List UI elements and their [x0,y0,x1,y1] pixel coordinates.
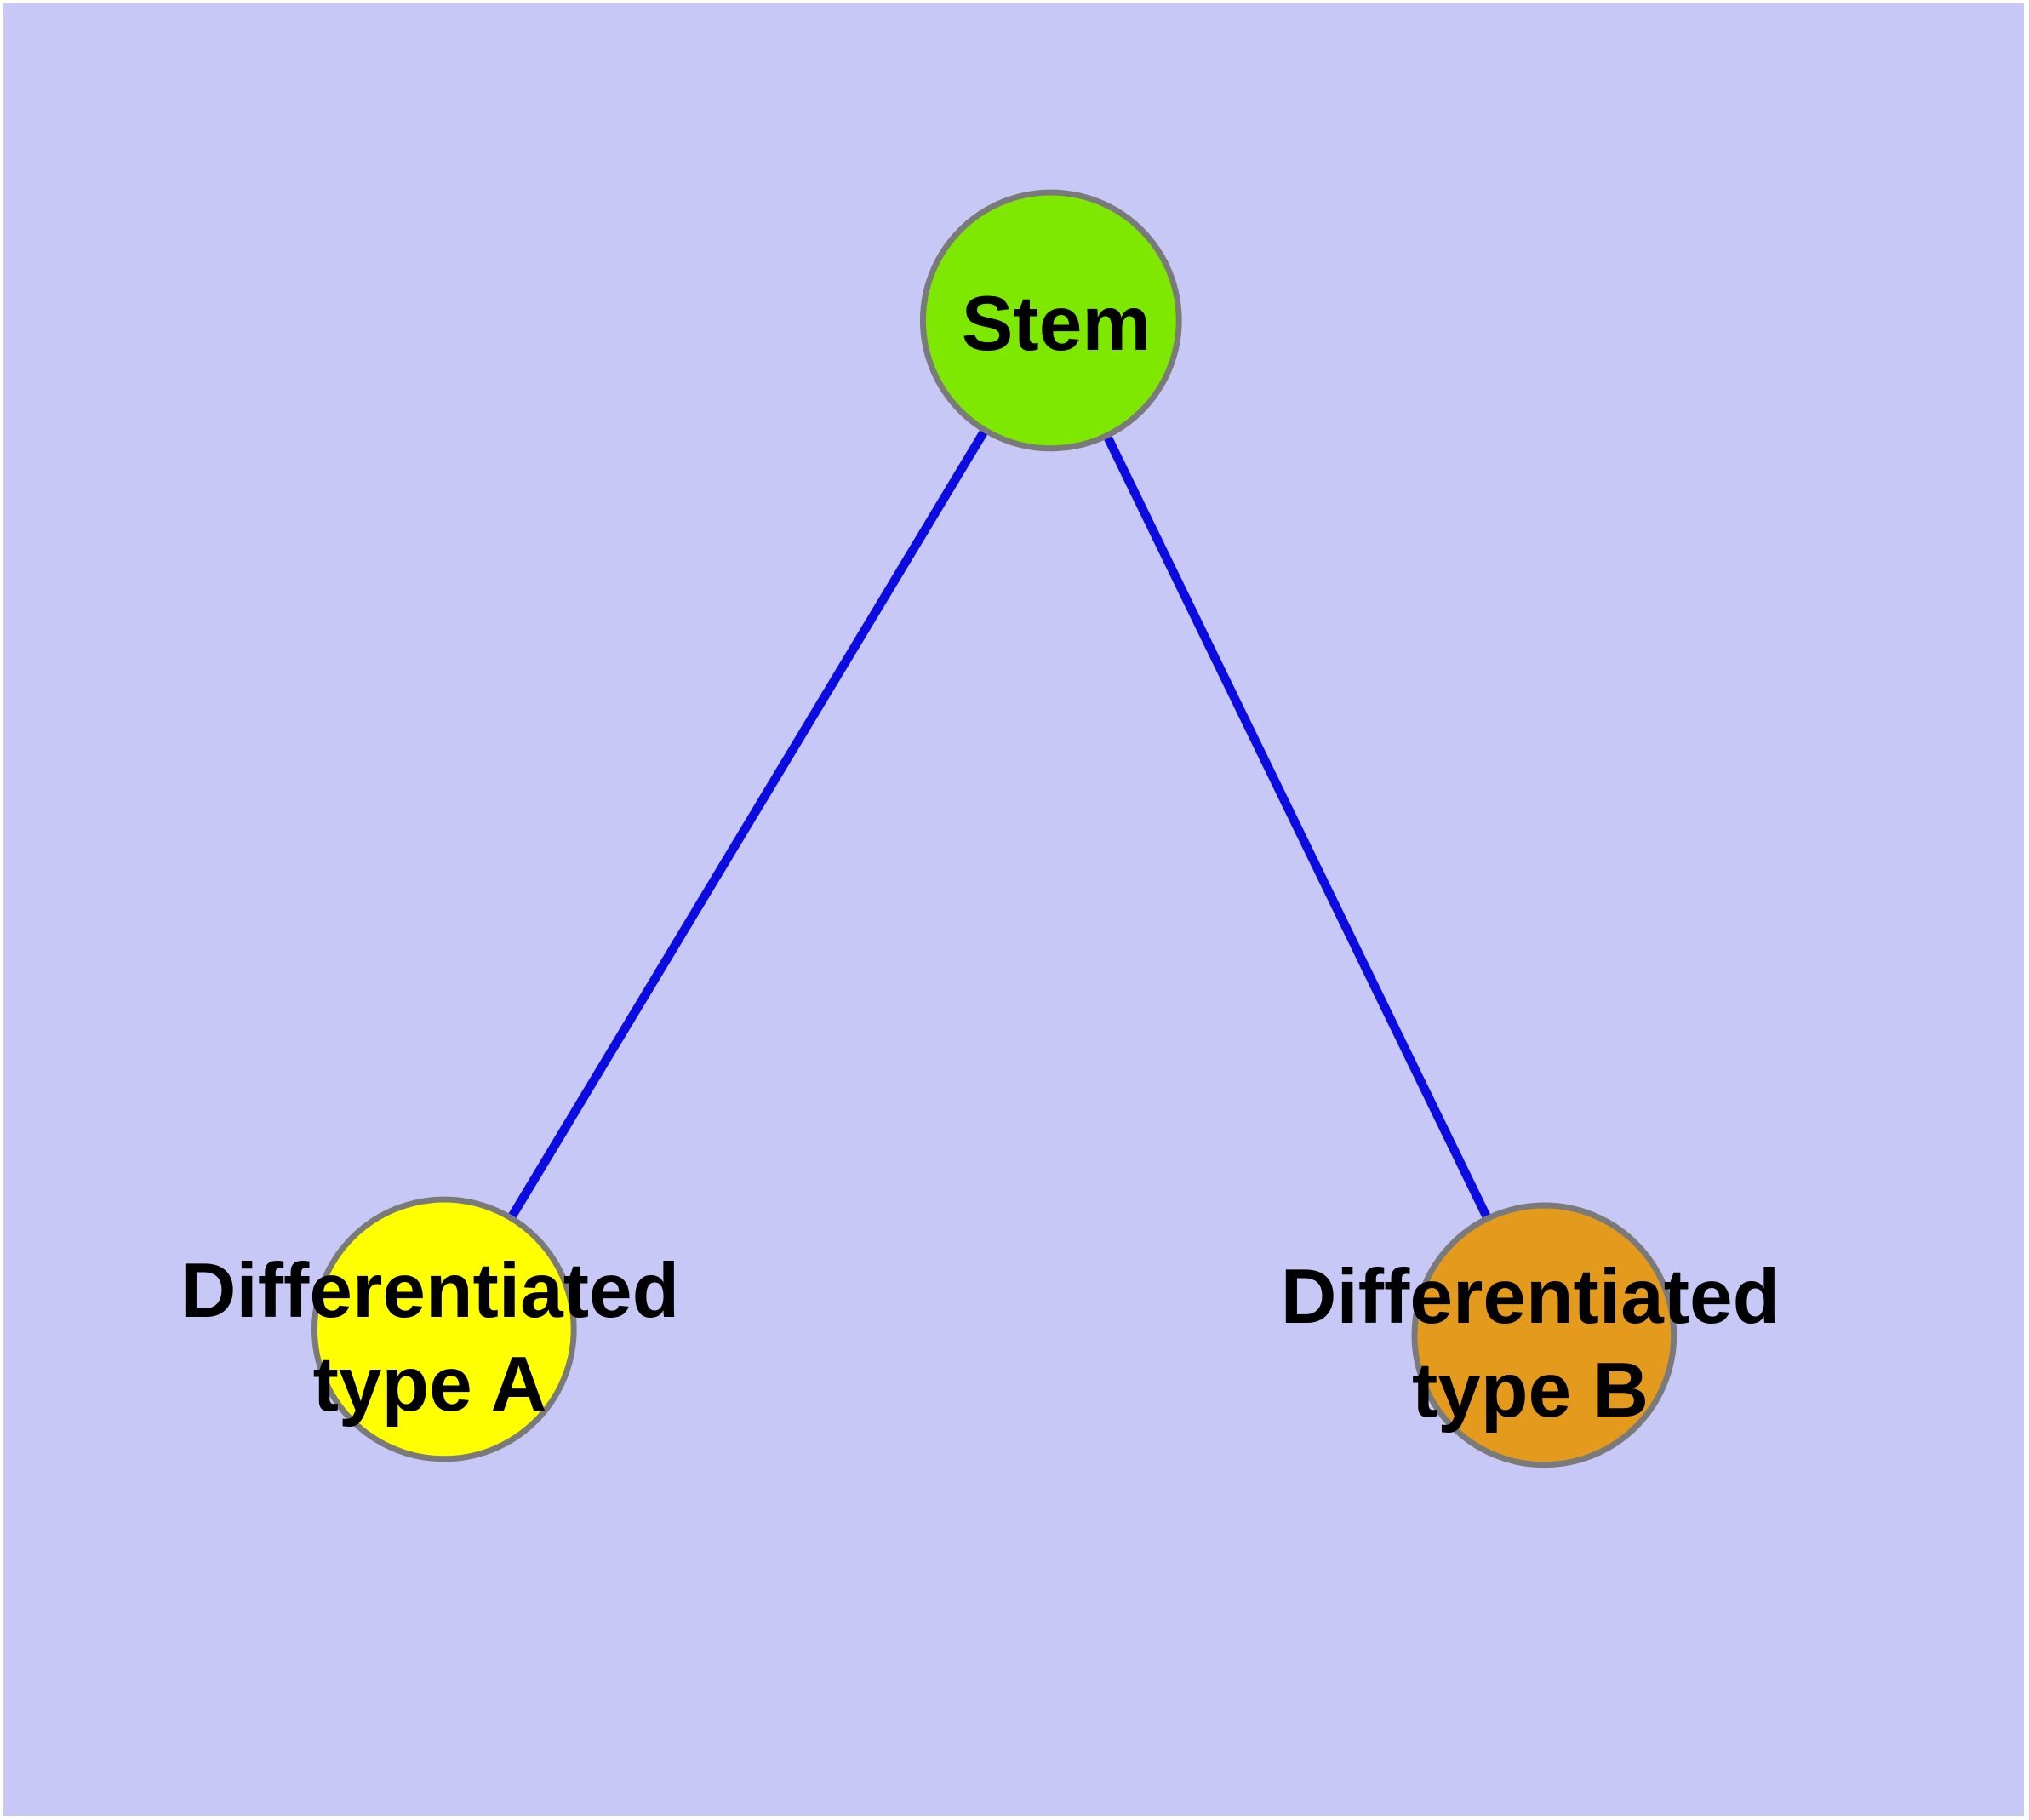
cell-lineage-graph [3,3,2024,1816]
plot-background: Stem Differentiated type A Differentiate… [2,3,2026,1816]
node-stem-label: Stem [961,281,1152,367]
node-type-b-label: Differentiated type B [1280,1254,1780,1434]
node-type-a-label: Differentiated type A [180,1248,680,1428]
node-type-a-circle [311,1196,577,1462]
edge-stem-to-type-b [1047,318,1549,1337]
node-type-b-circle [1411,1202,1677,1468]
node-stem-circle [919,189,1182,452]
edge-stem-to-type-a [440,318,1055,1332]
